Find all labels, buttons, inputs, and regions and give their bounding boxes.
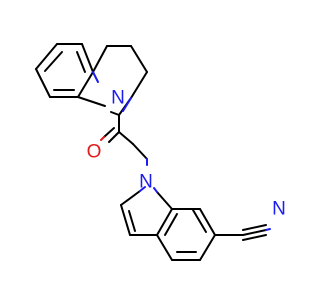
atom-label-n-tetrahydroquinoline: N <box>111 88 125 109</box>
bond <box>242 229 267 236</box>
bond <box>35 43 58 70</box>
bond <box>153 187 158 193</box>
bond <box>164 213 178 236</box>
bond <box>139 186 146 192</box>
bond <box>110 111 120 116</box>
bond <box>120 204 131 236</box>
bond <box>192 209 207 233</box>
bond <box>242 234 267 241</box>
bond <box>81 43 94 73</box>
atom-label-n-indole: N <box>139 172 153 193</box>
bond <box>199 208 216 236</box>
bond <box>199 234 216 261</box>
colored-bond-segments <box>92 71 271 231</box>
bond <box>100 136 105 141</box>
bond <box>35 68 51 98</box>
molecule-structure: N O N N <box>35 43 286 261</box>
bond <box>92 71 99 83</box>
bond <box>108 131 120 143</box>
bond <box>76 51 86 73</box>
bond <box>122 97 132 112</box>
bond <box>156 234 173 261</box>
bond <box>132 143 148 160</box>
bond <box>156 208 173 236</box>
bond <box>130 45 148 73</box>
bond <box>118 131 134 145</box>
bond <box>120 190 141 206</box>
bond <box>242 224 267 231</box>
bond <box>156 191 173 210</box>
bond <box>265 228 271 231</box>
bond <box>44 51 63 72</box>
bond <box>130 71 148 99</box>
bond-lines <box>35 43 267 261</box>
atom-label-nitrile-n: N <box>272 199 286 220</box>
bond <box>77 71 94 98</box>
bond <box>77 96 106 107</box>
atom-label-oxygen: O <box>87 142 102 163</box>
bond <box>92 45 108 73</box>
bond <box>128 210 136 232</box>
bond <box>103 127 115 138</box>
